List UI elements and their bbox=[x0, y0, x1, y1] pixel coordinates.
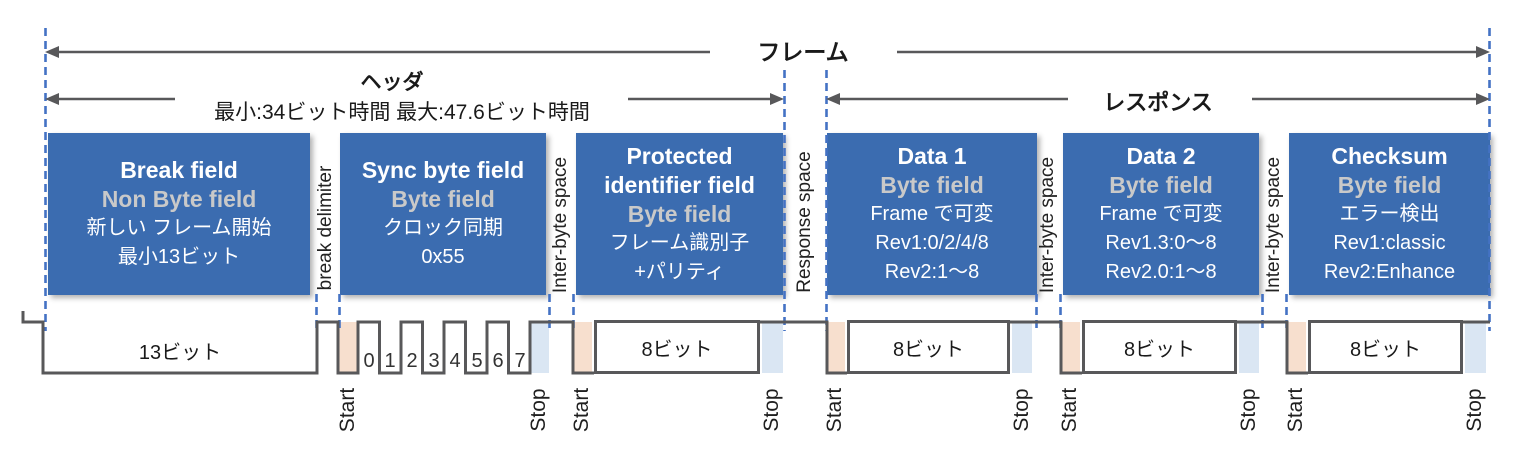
field-subtitle: Byte field bbox=[1337, 171, 1442, 198]
byte-bits-label: 8ビット bbox=[1349, 338, 1422, 361]
field-title: Checksum bbox=[1331, 142, 1448, 169]
break-delimiter-label: break delimiter bbox=[315, 165, 336, 291]
start-bit-fill bbox=[826, 322, 845, 373]
stop-bit-fill bbox=[1239, 322, 1259, 373]
inter-byte-space-label: Inter-byte space bbox=[1037, 156, 1058, 294]
frame-span-label: フレーム bbox=[757, 39, 849, 65]
field-title: Break field bbox=[120, 157, 238, 183]
arrowhead-right bbox=[1476, 46, 1490, 58]
byte-bits-label: 8ビット bbox=[1123, 338, 1196, 361]
arrowhead-left bbox=[45, 46, 59, 58]
start-bit-fill bbox=[1061, 322, 1080, 373]
field-note: 最小13ビット bbox=[117, 246, 241, 268]
stop-bit-label: Stop bbox=[1463, 388, 1486, 432]
start-bit-label: Start bbox=[823, 387, 846, 433]
field-note: Frame で可変 bbox=[1099, 202, 1223, 225]
field-note: 新しい フレーム開始 bbox=[86, 217, 272, 239]
field-box-checksum: Checksum Byte field エラー検出 Rev1:classic R… bbox=[1289, 133, 1490, 295]
arrowhead-left bbox=[45, 93, 59, 105]
inter-byte-space-label: Inter-byte space bbox=[550, 156, 571, 294]
field-box-data2: Data 2 Byte field Frame で可変 Rev1.3:0〜8 R… bbox=[1063, 133, 1259, 295]
sync-bit-number: 2 bbox=[406, 350, 418, 372]
field-note: フレーム識別子 bbox=[609, 231, 750, 254]
field-note: 0x55 bbox=[421, 246, 465, 268]
field-note: Rev2:Enhance bbox=[1323, 260, 1456, 283]
field-title: Data 2 bbox=[1126, 142, 1196, 169]
sync-bit-number: 5 bbox=[471, 350, 483, 372]
arrowhead-right bbox=[1476, 93, 1490, 105]
byte-bits-label: 8ビット bbox=[641, 338, 713, 361]
field-title: Protected identifier field bbox=[604, 142, 755, 198]
response-span-label: レスポンス bbox=[1103, 90, 1213, 115]
byte-slot-checksum: 8ビット bbox=[1308, 320, 1463, 374]
sync-bit-number: 0 bbox=[363, 350, 375, 372]
start-bit-label: Start bbox=[1058, 387, 1081, 433]
byte-slot-pid: 8ビット bbox=[594, 320, 760, 374]
field-note: +パリティ bbox=[634, 260, 725, 283]
stop-bit-fill bbox=[530, 322, 549, 373]
start-bit-label: Start bbox=[570, 387, 593, 433]
sync-bit-number: 1 bbox=[384, 350, 396, 372]
start-bit-label: Start bbox=[1284, 387, 1307, 433]
byte-bits-label: 8ビット bbox=[892, 338, 965, 361]
start-bit-label: Start bbox=[336, 387, 359, 433]
field-subtitle: Non Byte field bbox=[101, 186, 257, 212]
field-note: エラー検出 bbox=[1339, 202, 1440, 225]
sync-bit-number: 3 bbox=[428, 350, 440, 372]
field-box-sync: Sync byte field Byte field クロック同期 0x55 bbox=[340, 133, 546, 295]
field-note: Rev1.3:0〜8 bbox=[1105, 231, 1217, 254]
field-subtitle: Byte field bbox=[880, 171, 984, 198]
start-bit-fill bbox=[1287, 322, 1306, 373]
header-span-label: ヘッダ bbox=[360, 71, 424, 94]
stop-bit-label: Stop bbox=[1237, 388, 1260, 432]
stop-bit-fill bbox=[1465, 322, 1486, 373]
arrowhead-right bbox=[770, 93, 784, 105]
sync-bit-number: 6 bbox=[492, 350, 504, 372]
field-note: Rev2.0:1〜8 bbox=[1105, 260, 1217, 283]
field-subtitle: Byte field bbox=[1109, 171, 1213, 198]
field-note: Rev1:classic bbox=[1333, 231, 1446, 254]
sync-bit-number: 4 bbox=[449, 350, 461, 372]
field-note: Frame で可変 bbox=[870, 202, 994, 225]
response-space-label: Response space bbox=[794, 151, 815, 293]
start-bit-fill bbox=[573, 322, 592, 373]
field-subtitle: Byte field bbox=[627, 200, 732, 227]
stop-bit-label: Stop bbox=[527, 388, 550, 432]
field-box-protected-id: Protected identifier field Byte field フレ… bbox=[576, 133, 783, 295]
stop-bit-label: Stop bbox=[760, 388, 783, 432]
field-title: Data 1 bbox=[897, 142, 967, 169]
field-box-break: Break field Non Byte field 新しい フレーム開始 最小… bbox=[48, 133, 310, 295]
field-subtitle: Byte field bbox=[391, 186, 495, 212]
byte-slot-data2: 8ビット bbox=[1082, 320, 1237, 374]
arrowhead-left bbox=[826, 93, 840, 105]
byte-slot-data1: 8ビット bbox=[847, 320, 1010, 374]
stop-bit-fill bbox=[1012, 322, 1032, 373]
field-note: Rev2:1〜8 bbox=[884, 260, 980, 283]
stop-bit-fill bbox=[762, 322, 783, 373]
field-title: Sync byte field bbox=[361, 157, 525, 183]
field-box-data1: Data 1 Byte field Frame で可変 Rev1:0/2/4/8… bbox=[827, 133, 1037, 295]
field-note: Rev1:0/2/4/8 bbox=[875, 231, 989, 254]
field-note: クロック同期 bbox=[383, 217, 503, 239]
break-bits-label: 13ビット bbox=[138, 342, 222, 364]
start-bit-fill bbox=[338, 322, 358, 373]
stop-bit-label: Stop bbox=[1010, 388, 1033, 432]
header-bit-time-range: 最小:34ビット時間 最大:47.6ビット時間 bbox=[214, 101, 590, 124]
inter-byte-space-label: Inter-byte space bbox=[1263, 156, 1284, 294]
